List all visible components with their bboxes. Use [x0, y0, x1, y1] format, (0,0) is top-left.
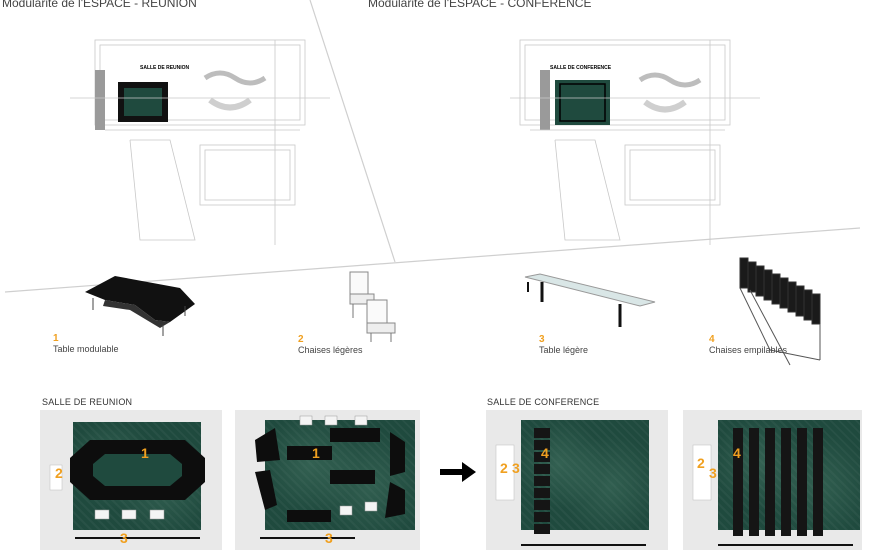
diagonal-separator: [309, 0, 396, 263]
floor-plans: SALLE DE REUNION SALLE DE CONFERENCE: [4, 0, 861, 293]
furniture-caption-4: Chaises empilables: [709, 345, 788, 355]
marker-stacking-chairs: 4: [541, 445, 549, 461]
marker-table: 1: [141, 445, 149, 461]
floor-plan-reunion: [70, 39, 330, 245]
floor-plan-conference: [510, 39, 760, 245]
furniture-caption-1: Table modulable: [53, 344, 119, 354]
light-chairs-icon: [349, 271, 396, 342]
marker-light-table: 3: [709, 465, 717, 481]
heading-reunion: Modularite de l'ESPACE - REUNION: [2, 0, 197, 10]
section-heading-conference: SALLE DE CONFERENCE: [487, 397, 600, 407]
marker-light-table: 3: [325, 530, 333, 546]
modular-table-icon: [85, 276, 195, 336]
layout-conference-1: 4 2 3: [486, 410, 668, 550]
furniture-caption-3: Table légère: [539, 345, 589, 355]
marker-stacking-chairs: 4: [733, 445, 741, 461]
heading-conference: Modularite de l'ESPACE - CONFERENCE: [368, 0, 592, 10]
furniture-number-4: 4: [709, 334, 715, 345]
marker-chairs: 2: [697, 455, 705, 471]
marker-chairs: 2: [55, 465, 63, 481]
marker-chairs: 2: [500, 460, 508, 476]
furniture-number-3: 3: [539, 334, 545, 345]
horizontal-separator: [4, 227, 861, 293]
stacking-chairs-icon: [739, 257, 821, 366]
section-heading-reunion: SALLE DE REUNION: [42, 397, 133, 407]
marker-table: 1: [312, 445, 320, 461]
layout-conference-2: 4 2 3: [683, 410, 862, 550]
furniture-number-2: 2: [298, 334, 304, 345]
layout-reunion-2: 1 3: [235, 410, 420, 550]
conference-rows: [555, 80, 610, 125]
glass-table-icon: [524, 273, 656, 327]
marker-light-table: 3: [120, 530, 128, 546]
plan-label-conference: SALLE DE CONFERENCE: [550, 65, 612, 71]
furniture-caption-2: Chaises légères: [298, 345, 363, 355]
plan-label-reunion: SALLE DE REUNION: [140, 65, 190, 71]
marker-light-table: 3: [512, 460, 520, 476]
furniture-number-1: 1: [53, 333, 59, 344]
layout-reunion-1: 1 2 3: [40, 410, 222, 550]
arrow-right-icon: [440, 462, 476, 482]
